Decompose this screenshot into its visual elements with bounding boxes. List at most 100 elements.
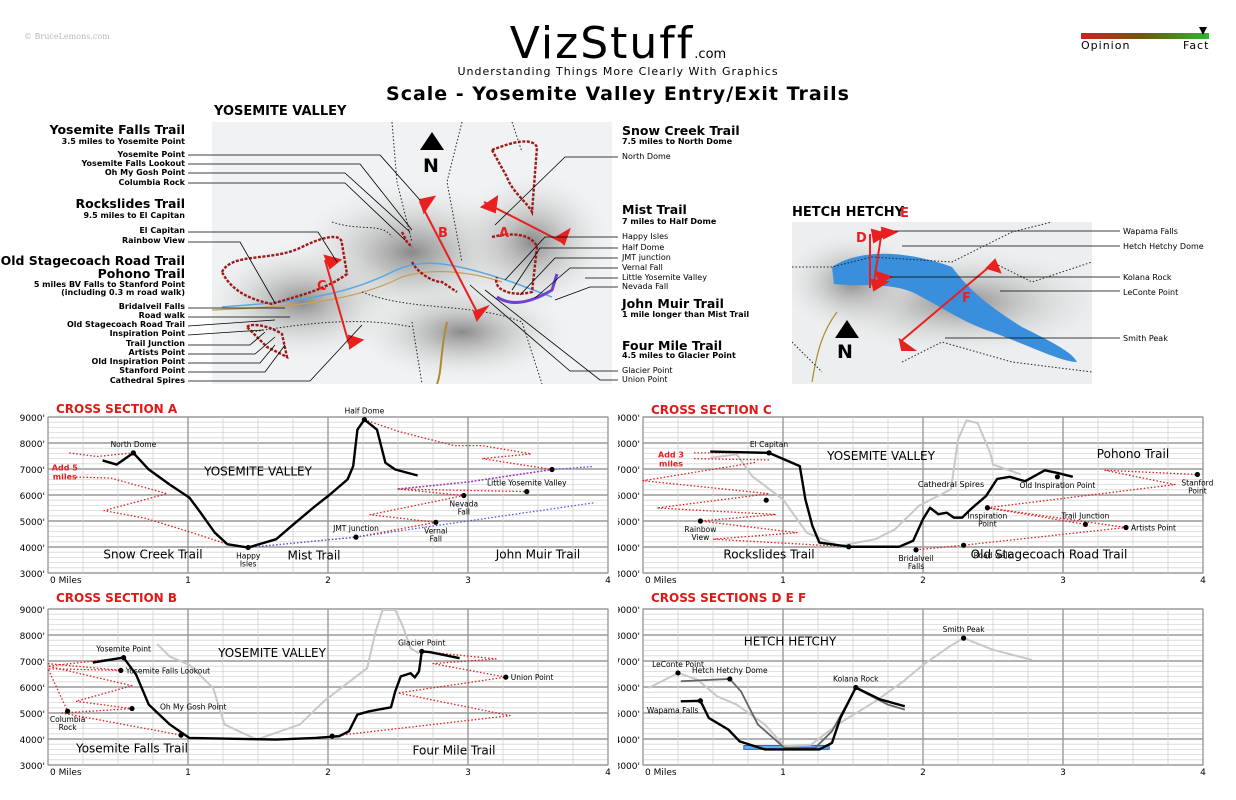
meter-right-label: Fact	[1183, 39, 1210, 52]
marker-label: North Dome	[111, 440, 157, 449]
trail-subtitle: 5 miles BV Falls to Stanford Point	[33, 280, 185, 289]
marker-dot	[697, 518, 703, 524]
point-label: Stanford Point	[119, 366, 185, 375]
cross-sections-def-chart: CROSS SECTIONS D E F3000'4000'5000'6000'…	[615, 590, 1236, 780]
y-tick-label: 4000'	[618, 736, 640, 746]
trail-subtitle: 4.5 miles to Glacier Point	[622, 351, 736, 360]
y-tick-label: 6000'	[618, 684, 640, 694]
y-tick-label: 7000'	[618, 658, 640, 668]
y-tick-label: 3000'	[20, 762, 45, 772]
hetch-map-heading: HETCH HETCHY	[792, 205, 905, 220]
yosemite-valley-map: A B C N	[212, 122, 612, 384]
marker-dot	[1054, 474, 1060, 480]
trail-subtitle: 1 mile longer than Mist Trail	[622, 310, 750, 319]
y-tick-label: 8000'	[20, 440, 45, 450]
region-label: Four Mile Trail	[413, 744, 496, 758]
point-label: Wapama Falls	[1123, 227, 1178, 236]
x-tick-label: 0 Miles	[645, 576, 677, 586]
point-label: Trail Junction	[125, 339, 185, 348]
point-label: Road walk	[138, 311, 185, 320]
region-label: Rockslides Trail	[723, 547, 814, 561]
reservoir	[832, 253, 1077, 362]
section-label-a: A	[499, 226, 509, 241]
point-label: Nevada Fall	[622, 282, 669, 291]
trail-heading: Snow Creek Trail	[622, 123, 740, 138]
trail-subtitle: 7 miles to Half Dome	[622, 217, 717, 226]
section-label-d: D	[856, 231, 867, 246]
series-yosemite-falls-trail	[47, 656, 182, 736]
point-label: Old Inspiration Point	[91, 357, 185, 366]
marker-label: Oh My Gosh Point	[160, 703, 226, 712]
marker-label: Kolana Rock	[833, 675, 879, 684]
x-tick-label: 2	[325, 576, 331, 586]
point-label: Yosemite Point	[117, 150, 185, 159]
point-label: Yosemite Falls Lookout	[81, 159, 186, 168]
series-d	[680, 686, 906, 751]
trail-heading: Old Stagecoach Road Trail	[0, 253, 185, 268]
point-label: Hetch Hetchy Dome	[1123, 242, 1204, 251]
marker-label: Half Dome	[345, 407, 385, 416]
marker-label: Hetch Hetchy Dome	[692, 666, 768, 675]
marker-dot	[766, 450, 772, 456]
point-label: LeConte Point	[1123, 288, 1179, 297]
point-label: Happy Isles	[622, 232, 669, 241]
marker-dot	[675, 670, 681, 676]
marker-dot	[503, 674, 509, 680]
point-label: Artists Point	[128, 348, 185, 357]
y-tick-label: 8000'	[618, 632, 640, 642]
x-tick-label: 4	[605, 576, 611, 586]
x-tick-label: 4	[1200, 768, 1206, 778]
marker-dot	[961, 635, 967, 641]
y-tick-label: 9000'	[20, 606, 45, 616]
logo-text: VizStuff	[509, 18, 695, 69]
trail-heading: Yosemite Falls Trail	[49, 122, 185, 137]
trail-heading: Four Mile Trail	[622, 338, 723, 353]
x-tick-label: 4	[1200, 576, 1206, 586]
trail-heading: Pohono Trail	[97, 266, 185, 281]
point-label: Inspiration Point	[109, 329, 185, 338]
trail-heading: Rockslides Trail	[75, 196, 186, 211]
trail-heading: Mist Trail	[622, 202, 687, 217]
marker-label: Union Point	[511, 673, 554, 682]
x-tick-label: 2	[325, 768, 331, 778]
hetch-hetchy-map: D F N	[792, 222, 1092, 384]
point-label: El Capitan	[139, 226, 185, 235]
series-snow-creek-trail-2	[68, 476, 228, 545]
series-little-yosemite-valley	[397, 468, 553, 490]
series-cross-section-a-reference-	[710, 419, 1022, 547]
y-tick-label: 7000'	[20, 466, 45, 476]
point-label: Glacier Point	[622, 366, 673, 375]
x-tick-label: 0 Miles	[50, 768, 82, 778]
marker-dot	[853, 684, 859, 691]
marker-dot	[353, 534, 359, 540]
point-label: Union Point	[622, 375, 668, 384]
logo[interactable]: VizStuff.com	[0, 18, 1236, 69]
trail-heading: John Muir Trail	[622, 296, 724, 311]
marker-dot	[763, 497, 769, 503]
marker-dot	[245, 544, 251, 551]
marker-label: El Capitan	[750, 440, 788, 449]
tagline: Understanding Things More Clearly With G…	[457, 65, 779, 78]
section-label-f: F	[962, 291, 971, 306]
marker-dot	[984, 505, 990, 511]
marker-dot	[524, 489, 530, 495]
point-label: North Dome	[622, 152, 671, 161]
x-tick-label: 3	[465, 576, 471, 586]
marker-dot	[419, 648, 425, 654]
marker-dot	[549, 466, 555, 473]
marker-dot	[129, 705, 135, 712]
y-tick-label: 6000'	[618, 492, 640, 502]
region-label: Yosemite Falls Trail	[75, 742, 188, 756]
y-tick-label: 5000'	[20, 710, 45, 720]
region-label: HETCH HETCHY	[744, 634, 837, 648]
y-tick-label: 4000'	[20, 736, 45, 746]
marker-dot	[1082, 521, 1088, 527]
chart-title: CROSS SECTION A	[56, 402, 178, 416]
chart-title: CROSS SECTION C	[651, 403, 772, 417]
region-label: YOSEMITE VALLEY	[826, 449, 936, 463]
